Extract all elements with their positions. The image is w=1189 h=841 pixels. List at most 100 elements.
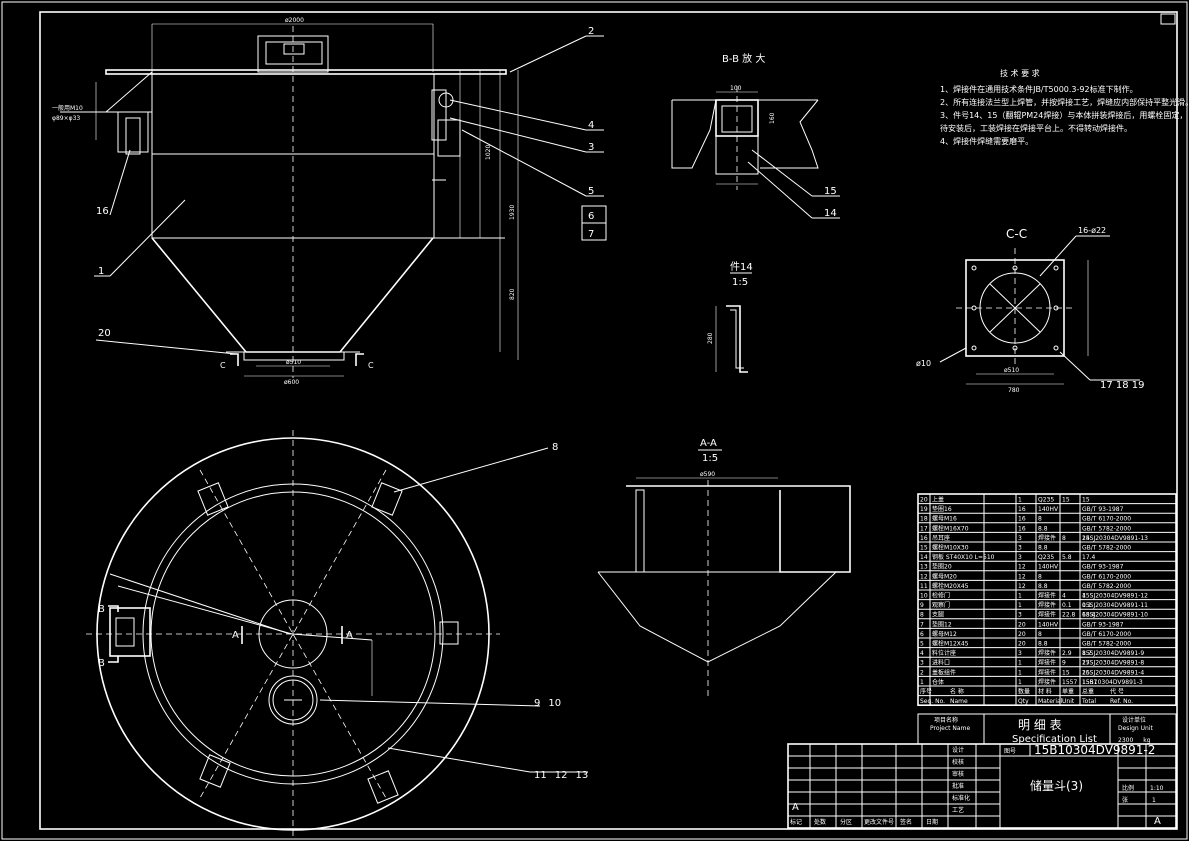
bom-cell: 7 [920,621,924,628]
bom-cell: 5.8 [1062,554,1072,561]
bom-cell: 11 [920,583,928,590]
bom-cell: GB/T 93-1987 [1082,621,1124,628]
bom-cell: 3 [1018,535,1022,542]
bom-cell: 螺栓M20X45 [932,582,969,590]
bom-cell: 焊接件 [1038,601,1056,609]
bom-cell: 140HV [1038,621,1059,628]
bom-cell: 15SJ20304DV9891-4 [1082,669,1144,676]
bb-height: 160 [769,112,776,124]
bom-cell: 15SJ20304DV9891-10 [1082,612,1148,619]
bom-cell: 140HV [1038,564,1059,571]
balloon-20: 20 [98,328,111,339]
balloon-4: 4 [588,120,594,131]
bom-header-cell: 代 号 [1110,688,1124,696]
bom-cell: 15SJ20304DV9891-12 [1082,593,1148,600]
bom-cell: 14 [920,554,928,561]
bom-cell: 螺栓M16X70 [932,524,969,532]
p14-length: 280 [707,332,714,344]
bom-cell: GB/T 6170-2000 [1082,573,1131,580]
bom-cell: GB/T 93-1987 [1082,564,1124,571]
bom-header-en-cell: Ref. No. [1110,698,1133,705]
bom-cell: 15SJ20304DV9891-11 [1082,602,1148,609]
balloon-16: 16 [96,206,109,217]
sign-5: 工艺 [952,806,964,814]
plan-a-left: A [232,630,239,641]
rev-letter: A [1154,816,1161,827]
bom-header-en-cell: Name [950,698,968,705]
bom-cell: 检修门 [932,592,950,600]
note-1: 1、焊接件在通用技术条件JB/T5000.3-92标准下制作。 [940,84,1138,94]
bom-cell: 19 [920,506,928,513]
balloon-6: 6 [588,211,594,222]
bom-cell: 螺栓M10X30 [932,544,969,552]
drawing-name: 储量斗(3) [1030,778,1083,793]
bom-cell: 1 [1018,679,1022,686]
bom-cell: 12 [920,573,928,580]
left-note-2: φ89×φ33 [52,115,80,122]
bom-cell: 料位计座 [932,649,956,657]
bom-cell: 18 [920,516,928,523]
scale-label: 比例 [1122,784,1134,792]
section-c-right: C [368,361,374,370]
balloon-13: 13 [575,770,588,781]
plan-lugs [109,482,459,804]
total-weight-unit: kg [1143,737,1150,744]
bom-cell: 2 [920,669,924,676]
scale-value: 1:10 [1150,785,1164,792]
bom-cell: 15B10304DV9891-3 [1082,679,1143,686]
bom-cell: 3 [1018,612,1022,619]
bom-header-en-cell: Material [1038,698,1063,705]
bom-cell: 3 [920,660,924,667]
cc-title: C-C [1006,227,1027,241]
bom-cell: 27 [1082,660,1090,667]
bom-header-cell: 单重 [1062,688,1074,696]
bom-header-cell: 名 称 [950,688,964,696]
balloon-14: 14 [824,208,837,219]
bom-cell: 26 [1082,669,1090,676]
balloon-7: 7 [588,229,594,240]
bom-cell: 焊接件 [1038,649,1056,657]
bom-cell: 16 [920,535,928,542]
bom-cell: 焊接件 [1038,659,1056,667]
balloon-9: 9 [534,698,540,709]
corner-tag [1160,13,1176,25]
bom-cell: 20 [1018,641,1026,648]
sheet-value: 1 [1152,797,1156,804]
bom-cell: 螺母M16 [932,515,957,523]
bom-cell: 4 [1082,593,1086,600]
bom-cell: 20 [1018,621,1026,628]
bom-cell: 8.8 [1038,583,1048,590]
inner-border [39,11,1178,830]
bom-cell: 17 [920,525,928,532]
bom-cell: 15 [920,545,928,552]
cc-bolt-holes [971,265,1059,351]
note-3: 3、件号14、15（翻辊PM24焊接）与本体拼装焊接后，用螺栓固定， [940,110,1187,120]
bom-header-cell: 序号 [920,688,932,696]
aa-title: A-A [700,438,717,449]
rev-col-3: 更改文件号 [864,818,894,826]
balloon-2: 2 [588,26,594,37]
bom-cell: 16 [1018,525,1026,532]
bom-cell: 4 [1062,593,1066,600]
bom-header-en-cell: Total [1081,698,1096,705]
bom-cell: 1 [1018,602,1022,609]
bom-cell: 垫圈20 [932,563,952,571]
bom-cell: 5 [920,641,924,648]
bom-cell: 8 [1038,516,1042,523]
bom-cell: 3 [1018,545,1022,552]
project-label: 项目名称 [934,716,958,724]
bom-cell: 15 [1062,497,1070,504]
balloon-10: 10 [548,698,561,709]
balloon-9-10: 9 10 [534,698,561,709]
bom-cell: 13 [920,564,928,571]
bom-header-cell: 总重 [1082,688,1094,696]
plan-b-top: B [98,604,105,615]
bom-cell: 16 [1018,506,1026,513]
cc-side: 780 [1008,387,1020,394]
spec-title-en: Specification List [1012,734,1097,745]
cc-holes: 16-ø22 [1078,226,1106,235]
balloon-1: 1 [98,266,104,277]
